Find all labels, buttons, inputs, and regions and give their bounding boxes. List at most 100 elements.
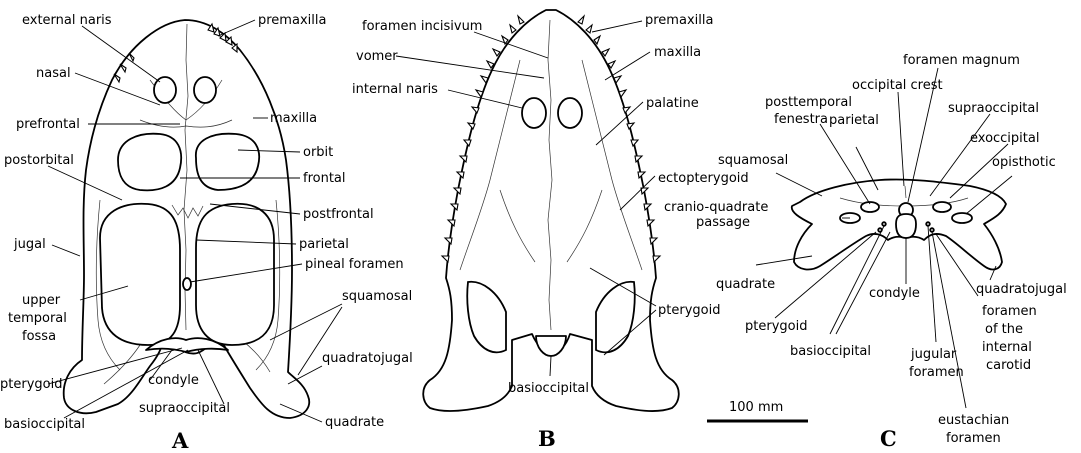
external-naris-right (193, 76, 217, 104)
label-c-basioccipital: basioccipital (790, 344, 871, 359)
label-c-posttemporal-fenestra-2: fenestra (774, 112, 828, 127)
label-b-palatine: palatine (646, 96, 699, 111)
panel-label-b: B (538, 426, 556, 451)
leaders-c (755, 67, 1013, 409)
label-c-foramen-internal-carotid-1: foramen (982, 304, 1037, 319)
palatine-pterygoid-suture-right (566, 189, 603, 263)
labels-b: foramen incisivum premaxilla vomer maxil… (352, 13, 749, 451)
temporal-bar-suture-left (95, 199, 121, 371)
label-a-postorbital: postorbital (4, 153, 74, 168)
label-a-premaxilla: premaxilla (258, 13, 326, 28)
label-b-pterygoid: pterygoid (658, 303, 720, 318)
label-c-foramen-internal-carotid-4: carotid (986, 358, 1031, 373)
midline-suture-a (183, 23, 189, 331)
label-c-quadratojugal: quadratojugal (976, 282, 1067, 297)
label-c-occipital-crest: occipital crest (852, 78, 943, 93)
scale-bar: 100 mm (707, 400, 808, 423)
label-b-vomer: vomer (356, 49, 398, 64)
label-b-premaxilla: premaxilla (645, 13, 713, 28)
label-c-foramen-internal-carotid-2: of the (985, 322, 1023, 337)
label-a-upper-temporal-fossa-2: temporal (8, 311, 67, 326)
label-c-jugular-foramen-2: foramen (909, 365, 964, 380)
label-a-jugal: jugal (13, 237, 46, 252)
label-c-squamosal: squamosal (718, 153, 788, 168)
panel-label-c: C (880, 426, 897, 451)
label-a-quadrate: quadrate (325, 415, 384, 430)
label-c-foramen-magnum: foramen magnum (903, 53, 1020, 68)
occipital-notch-a (145, 337, 229, 353)
premaxilla-teeth-a (113, 22, 238, 84)
posttemporal-fenestra-right (932, 201, 952, 213)
label-a-condyle: condyle (148, 373, 199, 388)
label-a-postfrontal: postfrontal (303, 207, 374, 222)
label-b-basioccipital: basioccipital (508, 381, 589, 396)
label-b-maxilla: maxilla (654, 45, 701, 60)
labels-a: external naris premaxilla nasal maxilla … (0, 13, 413, 453)
upper-temporal-fossa-left (99, 202, 181, 346)
panel-label-a: A (171, 428, 189, 453)
internal-naris-right (557, 97, 583, 129)
midline-suture-b (547, 19, 553, 331)
label-c-opisthotic: opisthotic (992, 155, 1056, 170)
label-a-squamosal: squamosal (342, 289, 412, 304)
label-a-quadratojugal: quadratojugal (322, 351, 413, 366)
temporal-bar-suture-right (255, 199, 281, 371)
label-c-supraoccipital: supraoccipital (948, 101, 1039, 116)
external-naris-left (153, 76, 177, 104)
label-b-ectopterygoid: ectopterygoid (658, 171, 749, 186)
label-c-eustachian-foramen-1: eustachian (938, 413, 1009, 428)
leaders-b (395, 20, 657, 377)
label-c-jugular-foramen-1: jugular (910, 347, 957, 362)
quadratojugal-suture-a (103, 344, 141, 385)
label-a-pterygoid: pterygoid (0, 377, 62, 392)
panel-a-drawing (62, 19, 311, 419)
cranio-quadrate-passage-right (951, 212, 973, 224)
label-a-frontal: frontal (303, 171, 346, 186)
panel-b-drawing (422, 9, 680, 412)
panel-c-drawing (790, 178, 1007, 271)
jugular-foramen-right (925, 221, 931, 227)
subtemporal-fossa-right (595, 280, 636, 354)
label-a-maxilla: maxilla (270, 111, 317, 126)
label-c-cranio-quadrate-passage-1: cranio-quadrate (664, 200, 768, 215)
carotid-foramen-right (929, 227, 935, 233)
label-c-quadrate: quadrate (716, 277, 775, 292)
maxilla-palatine-suture-right (581, 59, 643, 271)
frontal-parietal-suture (171, 204, 204, 219)
crest-suture-c (904, 185, 907, 199)
label-c-pterygoid: pterygoid (745, 319, 807, 334)
orbit-right (195, 132, 260, 191)
label-a-orbit: orbit (303, 145, 333, 160)
maxillary-teeth-b (440, 14, 662, 264)
jugular-foramen-left (881, 221, 887, 227)
label-a-upper-temporal-fossa-3: fossa (22, 329, 56, 344)
label-a-supraoccipital: supraoccipital (139, 401, 230, 416)
label-a-upper-temporal-fossa-1: upper (22, 293, 61, 308)
prefrontal-suture (139, 119, 233, 128)
label-c-parietal: parietal (829, 113, 879, 128)
label-a-parietal: parietal (299, 237, 349, 252)
maxilla-palatine-suture-left (459, 59, 521, 271)
label-a-external-naris: external naris (22, 13, 112, 28)
label-a-nasal: nasal (36, 66, 71, 81)
label-b-foramen-incisivum: foramen incisivum (362, 19, 482, 34)
basioccipital-b (535, 335, 567, 357)
occipital-condyle (895, 213, 917, 239)
orbit-left (117, 132, 182, 192)
skull-a-outline (62, 19, 311, 419)
label-a-prefrontal: prefrontal (16, 117, 80, 132)
label-c-cranio-quadrate-passage-2: passage (696, 215, 750, 230)
label-c-foramen-internal-carotid-3: internal (982, 340, 1032, 355)
palatine-pterygoid-suture-left (499, 189, 536, 263)
pineal-foramen (182, 277, 192, 291)
subtemporal-fossa-left (466, 280, 507, 354)
posttemporal-fenestra-left (860, 201, 880, 213)
label-c-eustachian-foramen-2: foramen (946, 431, 1001, 446)
label-a-basioccipital: basioccipital (4, 417, 85, 432)
scale-bar-label: 100 mm (729, 400, 783, 415)
internal-naris-left (521, 97, 547, 129)
leaders-a (47, 19, 343, 423)
label-b-internal-naris: internal naris (352, 82, 438, 97)
label-c-posttemporal-fenestra-1: posttemporal (765, 95, 852, 110)
